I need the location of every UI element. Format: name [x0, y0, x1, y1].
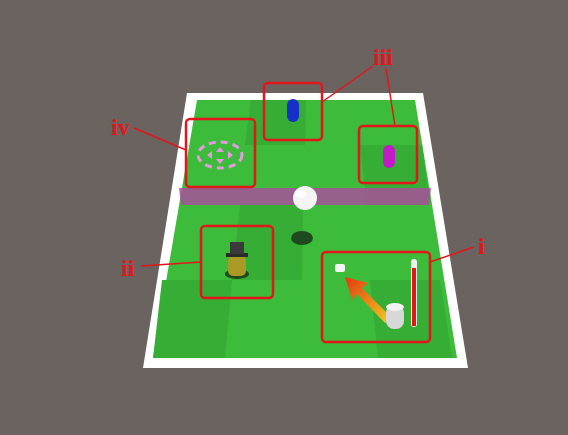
- target-marker: [228, 151, 233, 159]
- leader-line: [141, 262, 201, 266]
- callout-number: ii: [121, 256, 134, 280]
- field-tile: [153, 280, 232, 358]
- leader-line: [386, 68, 395, 126]
- shooter-top: [386, 303, 404, 311]
- leader-line: [322, 66, 373, 102]
- power-bar-fill: [412, 268, 416, 326]
- callout-box: [359, 126, 417, 183]
- callout-number: iv: [111, 115, 130, 139]
- target-circle: [198, 142, 242, 168]
- hat-top: [230, 242, 244, 254]
- aim-arrow: [345, 277, 392, 323]
- callout-box: [186, 119, 255, 187]
- target-cube: [335, 264, 345, 272]
- leader-lines: [134, 66, 474, 266]
- target-marker: [207, 151, 212, 159]
- target-marker: [216, 147, 224, 152]
- leader-line: [430, 247, 474, 262]
- power-bar-frame: [411, 259, 417, 327]
- callout-box: [322, 252, 430, 342]
- leader-line: [134, 128, 186, 150]
- target-marker: [216, 159, 224, 164]
- callout-box: [264, 83, 322, 140]
- magenta-capsule: [383, 145, 395, 168]
- callout-number: iii: [373, 45, 393, 69]
- ball-shadow: [291, 231, 313, 245]
- ball: [293, 186, 317, 210]
- player-body: [228, 256, 246, 276]
- callout-number: i: [478, 234, 485, 258]
- board-field: [153, 100, 457, 358]
- callout-box: [201, 226, 273, 298]
- blue-capsule: [287, 99, 299, 122]
- board-border: [143, 93, 468, 368]
- callout-boxes: [186, 83, 430, 342]
- ball-highlight: [296, 190, 306, 198]
